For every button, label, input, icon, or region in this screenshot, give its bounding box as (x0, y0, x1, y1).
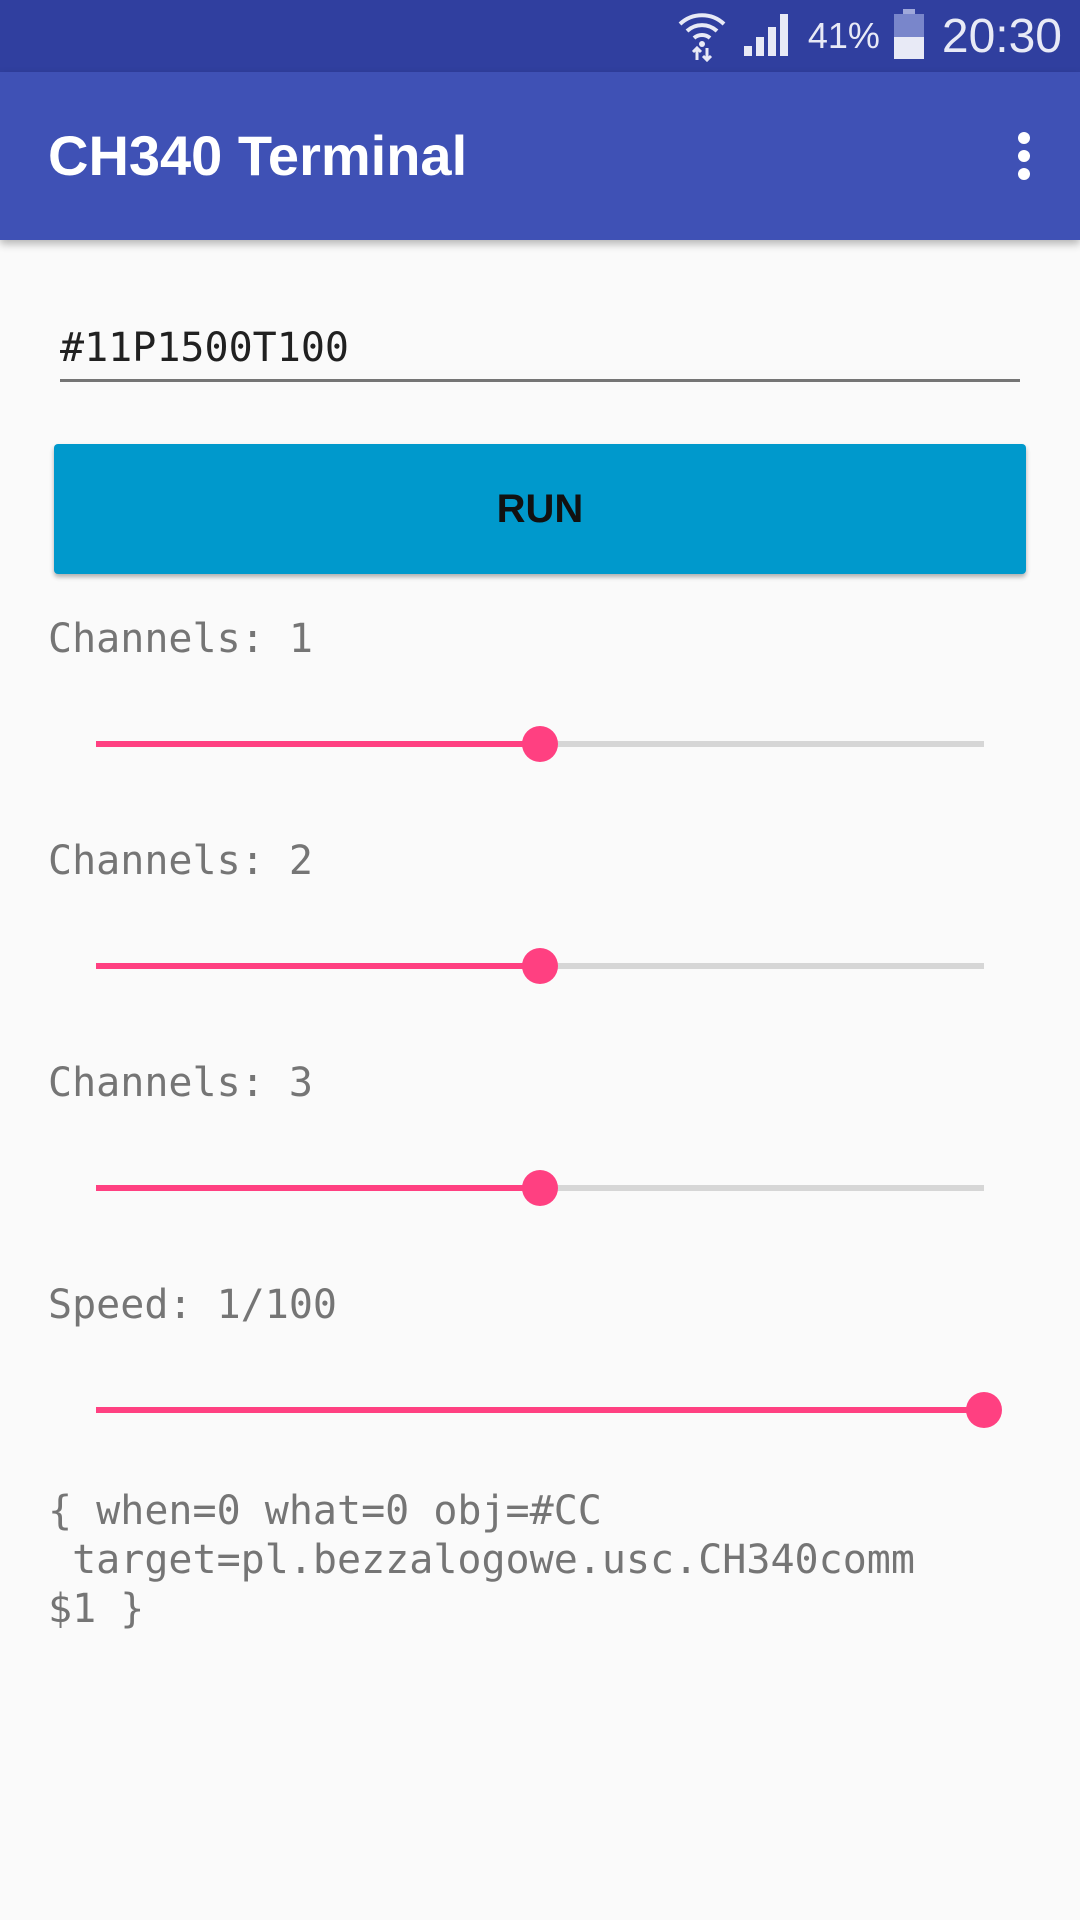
slider-fill (96, 741, 540, 747)
battery-percent: 41% (807, 15, 880, 56)
channel-2-label: Channels: 2 (48, 838, 313, 884)
slider-thumb[interactable] (522, 726, 558, 762)
slider-fill (96, 963, 540, 969)
status-bar: 41% 20:30 (0, 0, 1080, 72)
app-title: CH340 Terminal (48, 124, 468, 187)
status-icons: 41% 20:30 (662, 0, 1080, 72)
battery-icon (893, 9, 924, 63)
status-time: 20:30 (941, 9, 1062, 63)
channel-3-slider[interactable] (96, 1164, 984, 1212)
slider-thumb[interactable] (966, 1392, 1002, 1428)
slider-thumb[interactable] (522, 1170, 558, 1206)
run-button[interactable]: RUN (54, 444, 1026, 574)
channel-3-label: Channels: 3 (48, 1060, 313, 1106)
overflow-menu-icon[interactable] (992, 108, 1056, 204)
slider-fill (96, 1185, 540, 1191)
wifi-icon (676, 6, 728, 66)
slider-fill (96, 1407, 984, 1413)
slider-thumb[interactable] (522, 948, 558, 984)
speed-label: Speed: 1/100 (48, 1282, 337, 1328)
command-input[interactable] (60, 316, 1020, 382)
channel-1-label: Channels: 1 (48, 616, 313, 662)
channel-2-slider[interactable] (96, 942, 984, 990)
speed-slider[interactable] (96, 1386, 1002, 1434)
channel-1-slider[interactable] (96, 720, 984, 768)
app-toolbar: CH340 Terminal (0, 72, 1080, 240)
log-output: { when=0 what=0 obj=#CC target=pl.bezzal… (48, 1488, 915, 1632)
signal-icon (742, 10, 794, 62)
